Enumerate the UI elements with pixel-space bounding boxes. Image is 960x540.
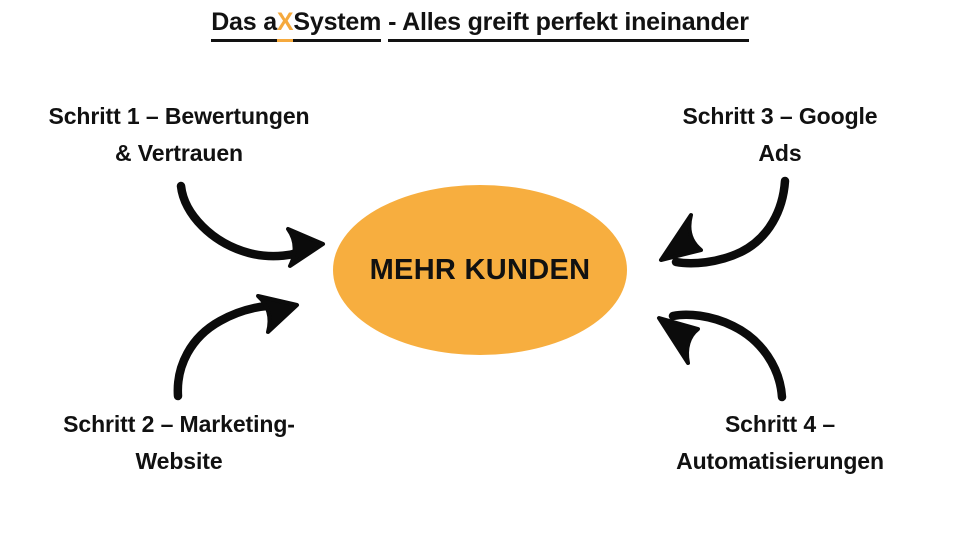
step-label-3: Schritt 3 – Google Ads [600,98,960,173]
hub-label: MEHR KUNDEN [369,253,591,286]
title-accent-letter: X [276,8,294,42]
arrow-step2-to-hub [173,294,299,401]
title-part-before-accent: Das a [211,8,277,42]
step-label-1: Schritt 1 – Bewertungen & Vertrauen [0,98,358,173]
hub-ellipse: MEHR KUNDEN [333,185,627,355]
step-3-line-1: Schritt 3 – Google [682,103,878,129]
arrow-step3-to-hub [659,176,790,268]
step-3-line-2: Ads [758,140,802,167]
step-1-line-1: Schritt 1 – Bewertungen [48,103,310,129]
step-2-line-1: Schritt 2 – Marketing- [63,411,295,437]
arrow-step1-to-hub [176,181,325,268]
step-label-2: Schritt 2 – Marketing- Website [0,406,358,481]
step-label-4: Schritt 4 – Automatisierungen [600,406,960,481]
step-4-line-2: Automatisierungen [676,448,884,475]
title-part-tail: - Alles greift perfekt ineinander [388,8,749,42]
page-title: Das aX System - Alles greift perfekt ine… [0,8,960,42]
arrow-step4-to-hub [657,310,787,402]
step-1-line-2: & Vertrauen [114,140,243,167]
step-4-line-1: Schritt 4 – [724,411,836,437]
step-2-line-2: Website [135,448,223,475]
title-part-after-accent: System [293,8,381,42]
